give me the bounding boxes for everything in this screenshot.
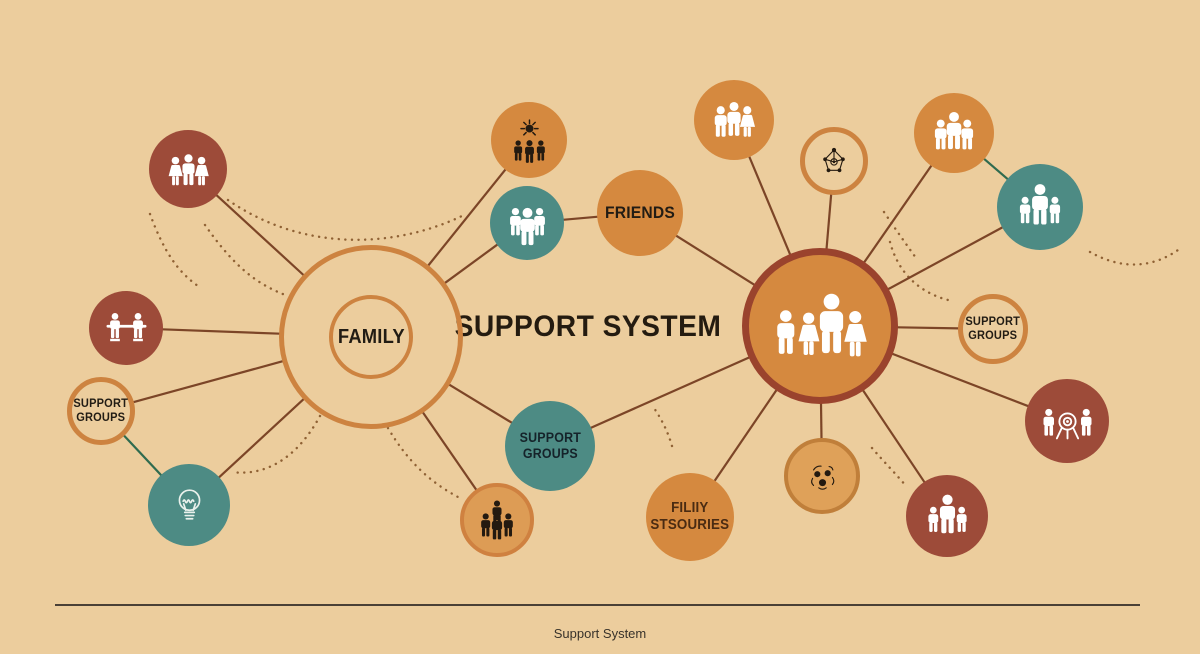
connector-line bbox=[215, 193, 305, 277]
dotted-flourish bbox=[148, 212, 200, 288]
dotted-flourish bbox=[652, 406, 674, 448]
support-groups-right: SUPPORT GROUPS bbox=[958, 294, 1028, 364]
dotted-flourish bbox=[203, 223, 290, 298]
dotted-flourish bbox=[882, 210, 918, 260]
sun-people-icon bbox=[513, 118, 545, 163]
seesaw-icon bbox=[106, 312, 146, 341]
footer-caption: Support System bbox=[553, 626, 647, 641]
connector-line bbox=[589, 356, 751, 430]
connector-line bbox=[896, 326, 960, 330]
men-trio-maroon bbox=[906, 475, 988, 557]
men-trio-orange bbox=[914, 93, 994, 173]
group-meet-icon bbox=[509, 207, 545, 245]
connector-line bbox=[562, 215, 599, 221]
connector-line bbox=[427, 168, 507, 267]
page-title: SUPPORT SYSTEM bbox=[454, 310, 722, 343]
trio-balanced-icon bbox=[927, 494, 967, 533]
support-groups-left: SUPPORT GROUPS bbox=[67, 377, 135, 445]
connector-line bbox=[132, 360, 284, 404]
support-hub bbox=[742, 248, 898, 404]
connector-line bbox=[448, 383, 513, 425]
connector-line bbox=[891, 352, 1030, 408]
support-groups-mid-label: SUPPORT GROUPS bbox=[519, 430, 581, 461]
lightbulb-icon bbox=[178, 488, 200, 520]
community-sun bbox=[491, 102, 567, 178]
connector-line bbox=[887, 226, 1004, 291]
support-groups-mid: SUPPORT GROUPS bbox=[505, 401, 595, 491]
family-circle-hub-label: FAMILY bbox=[337, 325, 405, 348]
dotted-flourish bbox=[1088, 248, 1180, 266]
support-groups-left-label: SUPPORT GROUPS bbox=[73, 396, 129, 424]
filiiy-stsouries: FILIIY STSOURIES bbox=[646, 473, 734, 561]
idea-lightbulb bbox=[148, 464, 230, 546]
partnership-seesaw bbox=[89, 291, 163, 365]
connector-line bbox=[675, 234, 756, 287]
family-inner-ring bbox=[329, 295, 413, 379]
footer-divider bbox=[55, 604, 1140, 606]
trio-www-icon bbox=[168, 153, 209, 185]
family-circle-hub: FAMILY bbox=[279, 245, 463, 429]
abstract-icon bbox=[810, 465, 834, 490]
dotted-flourish bbox=[226, 198, 464, 241]
dotted-flourish bbox=[386, 426, 460, 499]
connector-line bbox=[819, 402, 823, 440]
connector-line bbox=[861, 389, 926, 484]
filiiy-stsouries-label: FILIIY STSOURIES bbox=[650, 500, 730, 533]
family-trio-top bbox=[694, 80, 774, 160]
team-meeting bbox=[490, 186, 564, 260]
dotted-flourish bbox=[870, 446, 908, 488]
connector-line bbox=[443, 243, 499, 285]
connector-line bbox=[217, 397, 305, 479]
dotted-flourish bbox=[888, 240, 950, 302]
connector-line bbox=[161, 328, 281, 335]
connector-line bbox=[747, 155, 792, 256]
connector-line bbox=[713, 389, 778, 483]
trio-mmw-icon bbox=[714, 101, 756, 137]
connector-line bbox=[421, 411, 478, 491]
goal-target-duo bbox=[1025, 379, 1109, 463]
family-trio-topleft bbox=[149, 130, 227, 208]
connector-line bbox=[862, 164, 933, 264]
friends-label: FRIENDS bbox=[605, 203, 675, 223]
network-icon bbox=[823, 147, 845, 173]
connector-line bbox=[825, 193, 833, 250]
connector-line-green bbox=[122, 434, 163, 477]
community-crowd bbox=[460, 483, 534, 557]
abstract-figures bbox=[784, 438, 860, 514]
target-duo-icon bbox=[1043, 408, 1091, 439]
support-groups-right-label: SUPPORT GROUPS bbox=[965, 314, 1021, 342]
trio-men-icon bbox=[934, 111, 974, 150]
crowd-icon bbox=[481, 500, 513, 540]
friends: FRIENDS bbox=[597, 170, 683, 256]
connector-line-green bbox=[982, 157, 1009, 181]
family-trio-teal bbox=[997, 164, 1083, 250]
trio-balanced-icon bbox=[1019, 184, 1061, 225]
family-four-icon bbox=[776, 293, 867, 356]
network-graph bbox=[800, 127, 868, 195]
